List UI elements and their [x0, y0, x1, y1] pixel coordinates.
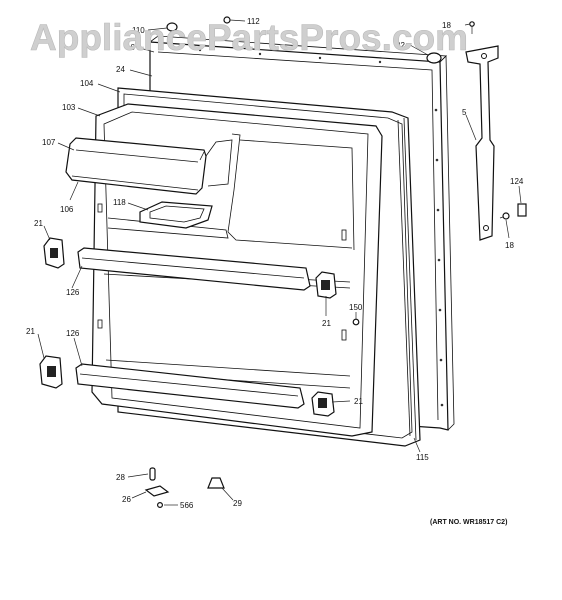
callout-110: 110: [132, 26, 145, 35]
plate-26: [144, 485, 170, 497]
callout-104: 104: [80, 79, 94, 88]
callout-labels: 110 112 18 22 10 24 104 103 5 107 124 11…: [26, 17, 524, 510]
screw-566: [157, 502, 164, 509]
callout-21-right-upper: 21: [322, 319, 331, 328]
art-number: (ART NO. WR18517 C2): [430, 519, 507, 526]
dairy-door: [65, 137, 233, 195]
callout-28: 28: [116, 473, 125, 482]
door-screw-holes: [198, 48, 444, 407]
washer-150: [352, 318, 360, 326]
callout-106: 106: [60, 205, 74, 214]
plug-110: [166, 22, 178, 32]
leader-lines: [37, 19, 522, 506]
callout-10: 10: [126, 43, 135, 52]
callout-22: 22: [396, 41, 405, 50]
callout-21-left-lower: 21: [26, 327, 35, 336]
callout-18-side: 18: [505, 241, 514, 250]
screw-18-side: [499, 212, 510, 220]
shelf-endcap-right-upper: [315, 271, 337, 299]
screw-18-top: [469, 21, 475, 34]
watermark: AppliancePartsPros.com: [30, 17, 468, 58]
callout-26: 26: [122, 495, 131, 504]
cap-22: [426, 52, 442, 64]
callout-21-left-upper: 21: [34, 219, 43, 228]
shelf-endcap-left-upper: [43, 237, 65, 269]
callout-150: 150: [349, 303, 363, 312]
shelf-bar-lower: [75, 363, 305, 409]
cap-29: [207, 477, 225, 489]
callout-24: 24: [116, 65, 125, 74]
callout-112: 112: [247, 17, 260, 26]
callout-126-upper: 126: [66, 288, 80, 297]
callout-124: 124: [510, 177, 524, 186]
callout-107: 107: [42, 138, 56, 147]
callout-5: 5: [462, 108, 467, 117]
shelf-bar-upper: [77, 247, 311, 291]
callout-115: 115: [416, 453, 429, 462]
callout-18-top: 18: [442, 21, 451, 30]
bracket-124: [517, 203, 527, 217]
pin-28: [149, 467, 156, 481]
shelf-endcap-left-lower: [39, 355, 63, 389]
callout-103: 103: [62, 103, 76, 112]
callout-29: 29: [233, 499, 242, 508]
callout-118: 118: [113, 198, 126, 207]
butter-tray: [139, 201, 213, 229]
door-hinge: [465, 45, 499, 241]
shelf-endcap-right-lower: [311, 391, 335, 417]
callout-21-right-lower: 21: [354, 397, 363, 406]
callout-566: 566: [180, 501, 194, 510]
callout-126-lower: 126: [66, 329, 80, 338]
